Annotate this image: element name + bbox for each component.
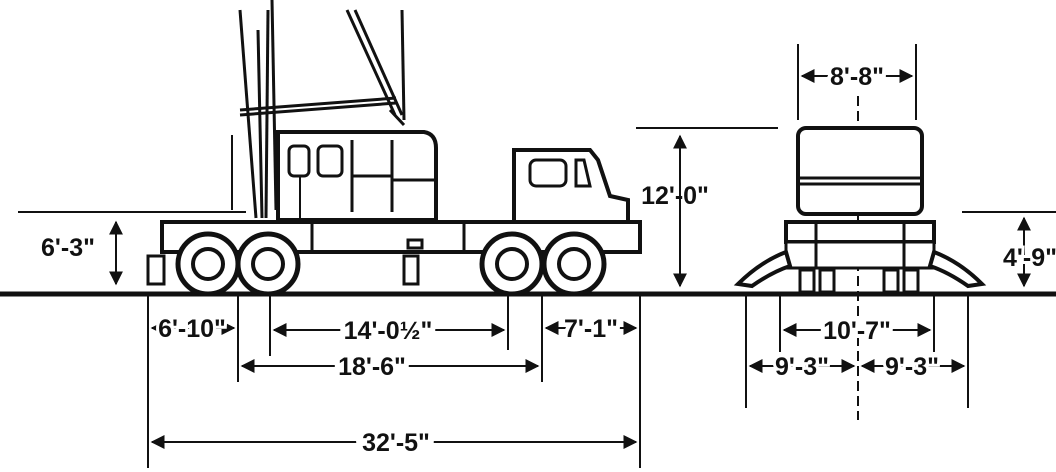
dim-rear-overhang: 7'-1" (564, 315, 618, 343)
wheel-4 (541, 231, 607, 297)
dim-end-height: 4'-9" (1003, 244, 1056, 272)
dim-wheelbase: 18'-6" (338, 353, 406, 381)
dim-upper-width: 8'-8" (830, 63, 884, 91)
dim-outrigger-left: 9'-3" (775, 353, 829, 381)
wheel-3 (479, 231, 545, 297)
dim-outrigger-right: 9'-3" (885, 353, 939, 381)
end-view-dimensions: 8'-8" 4'-9" 10'-7" 9'-3" 9'-3" (745, 44, 1056, 408)
wheel-1 (175, 231, 241, 297)
end-view-crane (733, 96, 987, 420)
side-view-crane (146, 0, 642, 297)
dim-overall-height: 12'-0" (641, 182, 709, 210)
side-view-dimensions: 6'-3" 12'-0" 6'-10" 14'-0½" 7'-1" 18'-6"… (18, 127, 778, 468)
wheel-2 (235, 231, 301, 297)
upper-cab (276, 130, 438, 222)
dim-overall-length: 32'-5" (362, 429, 430, 457)
dim-axle-spacing: 14'-0½" (344, 317, 433, 345)
dim-front-overhang: 6'-10" (158, 315, 226, 343)
dim-carrier-width: 10'-7" (823, 317, 891, 345)
front-outrigger-jack (146, 254, 166, 286)
dim-loaded-height: 6'-3" (41, 234, 95, 262)
rear-outrigger-jack (402, 254, 420, 286)
truck-cab (512, 148, 630, 227)
boom (231, 0, 406, 219)
